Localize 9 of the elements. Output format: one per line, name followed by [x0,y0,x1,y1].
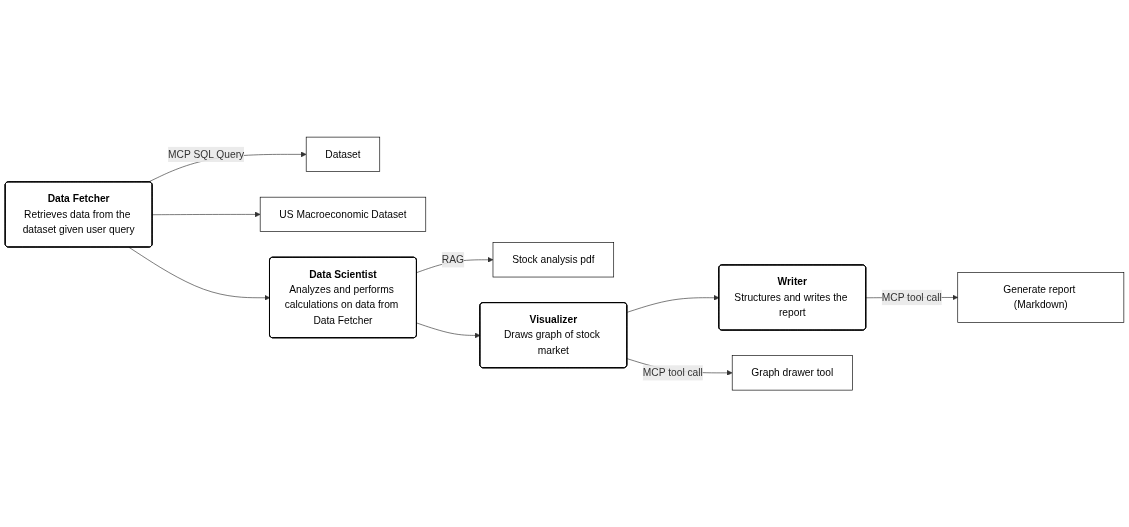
node-box: Generate report (Markdown) [957,272,1125,323]
node-box: Stock analysis pdf [492,242,615,278]
edge-label: MCP tool call [642,367,703,378]
node-box: Dataset [305,136,381,172]
edge-label: MCP tool call [881,291,942,303]
edge-label: RAG [441,253,464,265]
node-box: Graph drawer tool [731,355,853,391]
node-box: US Macroeconomic Dataset [259,196,427,232]
edge-label: MCP SQL Query [168,148,245,160]
